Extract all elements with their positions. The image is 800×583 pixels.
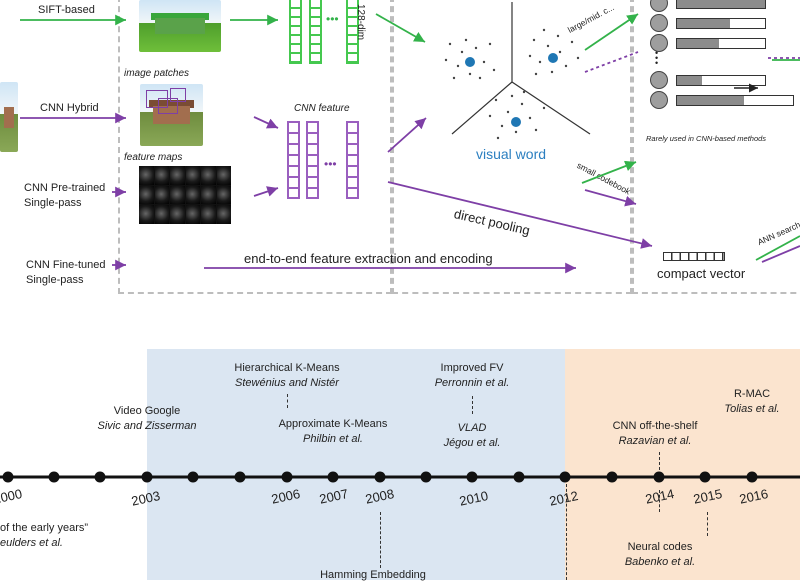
timeline-dot <box>187 471 199 483</box>
timeline-dot <box>141 471 153 483</box>
event-video-google: Video Google Sivic and Zisserman <box>97 404 196 434</box>
event-connector <box>566 484 567 580</box>
sift-descriptor-vector <box>346 0 359 64</box>
row-label-cnn-finetuned: CNN Fine-tuned <box>26 259 106 271</box>
sift-vector-ellipsis: ••• <box>326 12 339 26</box>
event-title: Improved FV <box>440 362 504 374</box>
row-label-cnn-pretrained: CNN Pre-trained <box>24 182 106 194</box>
timeline-dot <box>606 471 618 483</box>
timeline-dot <box>466 471 478 483</box>
event-title: CNN off-the-shelf <box>612 420 698 432</box>
event-authors: Perronnin et al. <box>434 377 510 389</box>
extraction-box <box>118 0 392 294</box>
image-patches-image <box>140 84 203 146</box>
event-title: Hierarchical K-Means <box>234 362 340 374</box>
timeline-orange-panel <box>565 349 800 580</box>
event-improved-fv: Improved FV Perronnin et al. <box>435 361 510 391</box>
compact-vector-code <box>663 252 725 261</box>
sift-keypoint-image <box>139 0 221 52</box>
visual-word-label: visual word <box>476 146 547 162</box>
timeline-dot <box>2 471 14 483</box>
event-authors: Razavian et al. <box>618 435 692 447</box>
event-neural-codes: Neural codes Babenko et al. <box>625 540 695 570</box>
input-image <box>0 82 18 152</box>
event-r-mac: R-MAC Tolias et al. <box>724 387 779 417</box>
image-patches-label: image patches <box>124 68 190 79</box>
event-vlad: VLAD Jégou et al. <box>444 421 501 451</box>
sift-descriptor-vector <box>289 0 302 64</box>
cnn-feature-vector <box>287 121 300 199</box>
timeline-dot <box>234 471 246 483</box>
event-authors: eulders et al. <box>0 537 63 549</box>
event-connector <box>659 490 660 512</box>
rarely-used-note: Rarely used in CNN-based methods <box>646 134 767 143</box>
timeline-dot <box>281 471 293 483</box>
event-authors: Sivic and Zisserman <box>97 420 197 432</box>
feature-maps-grid <box>139 166 231 224</box>
timeline-dot <box>327 471 339 483</box>
timeline-dot <box>374 471 386 483</box>
timeline-dot <box>653 471 665 483</box>
event-authors: Stewénius and Nistér <box>235 377 339 389</box>
event-authors: Tolias et al. <box>724 403 780 415</box>
event-title: R-MAC <box>733 388 771 400</box>
event-title: of the early years” <box>0 522 89 534</box>
compact-vector-label: compact vector <box>657 266 746 281</box>
cnn-feature-label: CNN feature <box>294 103 350 114</box>
pipeline-arrows <box>20 2 800 274</box>
event-connector <box>287 394 288 408</box>
timeline-blue-panel <box>147 349 565 580</box>
feature-maps-label: feature maps <box>124 152 183 163</box>
cnn-vector-ellipsis: ••• <box>324 157 337 171</box>
event-authors: Babenko et al. <box>624 556 696 568</box>
event-early-years: of the early years” eulders et al. <box>0 521 88 551</box>
row-label-cnn-pretrained-sub: Single-pass <box>24 197 82 209</box>
timeline-dot <box>746 471 758 483</box>
event-hamming-embedding: Hamming Embedding <box>320 568 426 583</box>
row-label-cnn-hybrid: CNN Hybrid <box>40 102 99 114</box>
sift-descriptor-vector <box>309 0 322 64</box>
row-label-sift: SIFT-based <box>38 4 95 16</box>
codebook-word-circle <box>650 91 668 109</box>
timeline-dot <box>94 471 106 483</box>
event-authors: Jégou et al. <box>443 437 501 449</box>
encoding-box <box>632 0 800 294</box>
event-title: Video Google <box>113 405 181 417</box>
event-connector <box>659 452 660 470</box>
cnn-feature-vector <box>346 121 359 199</box>
histogram-bar <box>676 38 766 49</box>
timeline-dot <box>513 471 525 483</box>
timeline-dot <box>420 471 432 483</box>
codebook-word-circle <box>650 14 668 32</box>
event-title: Neural codes <box>627 541 693 553</box>
event-cnn-off-the-shelf: CNN off-the-shelf Razavian et al. <box>613 419 698 449</box>
codebook-ellipsis: ••• <box>655 48 659 68</box>
timeline-dot <box>48 471 60 483</box>
event-authors: Philbin et al. <box>303 433 363 445</box>
codebook-word-circle <box>650 34 668 52</box>
end-to-end-label: end-to-end feature extraction and encodi… <box>244 251 493 266</box>
event-connector <box>707 512 708 536</box>
event-title: VLAD <box>457 422 487 434</box>
event-title: Approximate K-Means <box>278 418 388 430</box>
cnn-feature-vector <box>306 121 319 199</box>
event-connector <box>380 512 381 568</box>
event-hierarchical-kmeans: Hierarchical K-Means Stewénius and Nisté… <box>234 361 339 391</box>
event-title: Hamming Embedding <box>320 569 426 581</box>
histogram-bar <box>676 95 794 106</box>
histogram-bar <box>676 75 766 86</box>
histogram-bar <box>676 0 766 9</box>
codebook-word-circle <box>650 71 668 89</box>
event-approximate-kmeans: Approximate K-Means Philbin et al. <box>279 417 388 447</box>
timeline-dot <box>699 471 711 483</box>
event-connector <box>472 396 473 414</box>
histogram-bar <box>676 18 766 29</box>
row-label-cnn-finetuned-sub: Single-pass <box>26 274 84 286</box>
timeline-dot <box>559 471 571 483</box>
